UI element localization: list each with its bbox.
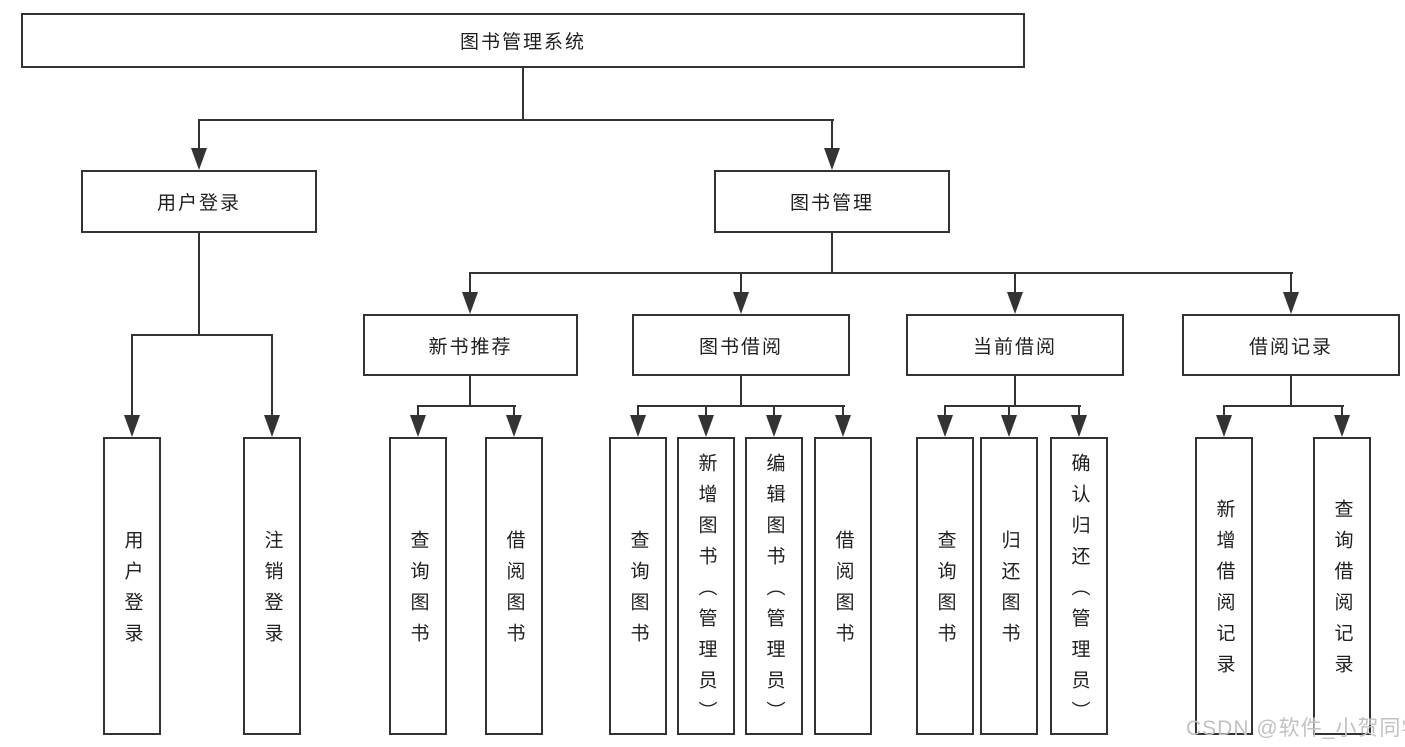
- node-label: 图书管理: [789, 193, 874, 214]
- connector-line: [1008, 405, 1010, 417]
- node-new-book-recommend: 新书推荐: [363, 314, 578, 376]
- connector-line: [740, 272, 742, 294]
- node-book-borrow: 图书借阅: [632, 314, 850, 376]
- connector-line: [417, 405, 419, 417]
- connector-arrow: [824, 148, 840, 170]
- leaf-query-books-3: 查询图书: [916, 437, 974, 735]
- connector-arrow: [937, 415, 953, 437]
- node-label: 新增图书（管理员）: [695, 452, 717, 732]
- connector-line: [944, 405, 1081, 407]
- node-label: 确认归还（管理员）: [1068, 452, 1090, 732]
- node-label: 新书推荐: [428, 336, 513, 358]
- connector-arrow: [630, 415, 646, 437]
- connector-line: [131, 334, 273, 336]
- connector-arrow: [1071, 415, 1087, 437]
- connector-line: [1078, 405, 1080, 417]
- connector-line: [773, 405, 775, 417]
- connector-line: [1223, 405, 1344, 407]
- connector-line: [198, 119, 834, 121]
- node-library-management-system: 图书管理系统: [21, 13, 1025, 68]
- connector-line: [271, 334, 273, 417]
- connector-arrow: [410, 415, 426, 437]
- connector-arrow: [733, 292, 749, 314]
- node-label: 新增借阅记录: [1213, 499, 1235, 685]
- watermark: CSDN @软件_小贺同学: [1186, 717, 1405, 740]
- connector-line: [831, 119, 833, 150]
- connector-arrow: [1216, 415, 1232, 437]
- connector-line: [1014, 376, 1016, 407]
- node-current-borrow: 当前借阅: [906, 314, 1124, 376]
- connector-arrow: [506, 415, 522, 437]
- connector-line: [513, 405, 515, 417]
- connector-arrow: [766, 415, 782, 437]
- leaf-add-book-admin: 新增图书（管理员）: [677, 437, 735, 735]
- connector-line: [1290, 272, 1292, 294]
- connector-arrow: [1001, 415, 1017, 437]
- leaf-query-borrow-record: 查询借阅记录: [1313, 437, 1371, 735]
- connector-arrow: [191, 148, 207, 170]
- node-label: 查询图书: [407, 530, 429, 654]
- connector-line: [740, 376, 742, 407]
- connector-line: [469, 272, 1293, 274]
- node-borrow-records: 借阅记录: [1182, 314, 1400, 376]
- connector-line: [842, 405, 844, 417]
- leaf-borrow-books-2: 借阅图书: [814, 437, 872, 735]
- node-label: 查询图书: [934, 530, 956, 654]
- node-label: 图书管理系统: [459, 32, 586, 53]
- connector-line: [198, 233, 200, 336]
- connector-line: [198, 119, 200, 150]
- connector-arrow: [835, 415, 851, 437]
- leaf-query-books-1: 查询图书: [389, 437, 447, 735]
- leaf-add-borrow-record: 新增借阅记录: [1195, 437, 1253, 735]
- connector-arrow: [462, 292, 478, 314]
- connector-line: [705, 405, 707, 417]
- leaf-borrow-books-1: 借阅图书: [485, 437, 543, 735]
- connector-line: [417, 405, 516, 407]
- node-label: 注销登录: [261, 530, 283, 654]
- connector-line: [1341, 405, 1343, 417]
- connector-line: [1014, 272, 1016, 294]
- node-book-management: 图书管理: [714, 170, 950, 233]
- connector-line: [637, 405, 845, 407]
- node-label: 借阅图书: [832, 530, 854, 654]
- node-label: 借阅图书: [503, 530, 525, 654]
- connector-arrow: [1334, 415, 1350, 437]
- connector-line: [131, 334, 133, 417]
- connector-line: [469, 376, 471, 407]
- node-label: 查询借阅记录: [1331, 499, 1353, 685]
- leaf-confirm-return-admin: 确认归还（管理员）: [1050, 437, 1108, 735]
- leaf-return-book: 归还图书: [980, 437, 1038, 735]
- node-label: 用户登录: [121, 530, 143, 654]
- connector-arrow: [264, 415, 280, 437]
- node-label: 归还图书: [998, 530, 1020, 654]
- connector-line: [522, 68, 524, 121]
- node-label: 用户登录: [156, 193, 241, 214]
- node-user-login: 用户登录: [81, 170, 317, 233]
- node-label: 图书借阅: [698, 336, 783, 358]
- leaf-user-login: 用户登录: [103, 437, 161, 735]
- connector-arrow: [1283, 292, 1299, 314]
- connector-line: [944, 405, 946, 417]
- leaf-query-books-2: 查询图书: [609, 437, 667, 735]
- connector-line: [1290, 376, 1292, 407]
- leaf-logout: 注销登录: [243, 437, 301, 735]
- connector-line: [831, 233, 833, 274]
- connector-arrow: [1007, 292, 1023, 314]
- connector-arrow: [124, 415, 140, 437]
- connector-line: [1223, 405, 1225, 417]
- connector-line: [637, 405, 639, 417]
- node-label: 当前借阅: [972, 336, 1057, 358]
- connector-arrow: [698, 415, 714, 437]
- node-label: 查询图书: [627, 530, 649, 654]
- connector-line: [469, 272, 471, 294]
- node-label: 借阅记录: [1248, 336, 1333, 358]
- leaf-edit-book-admin: 编辑图书（管理员）: [745, 437, 803, 735]
- node-label: 编辑图书（管理员）: [763, 452, 785, 732]
